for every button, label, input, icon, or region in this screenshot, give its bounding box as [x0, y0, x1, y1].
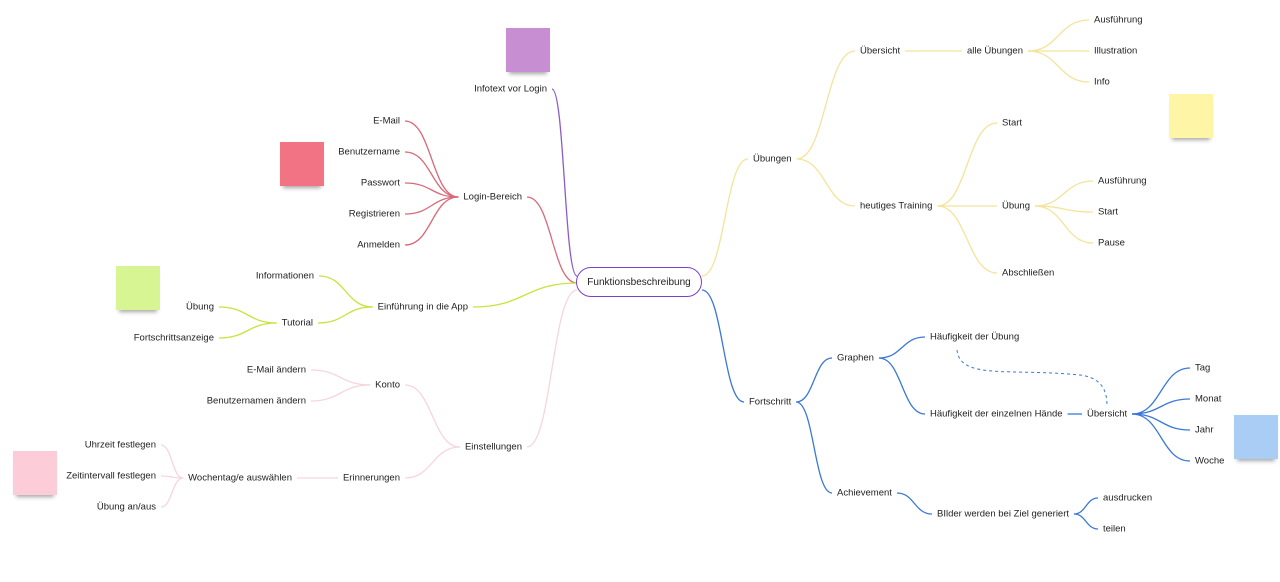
node-jahr[interactable]: Jahr	[1195, 425, 1213, 436]
sticky-note-blue[interactable]	[1234, 415, 1278, 459]
edge-achievement	[796, 401, 833, 494]
edge-ausdrucken	[1073, 497, 1099, 515]
edge-informationen	[318, 275, 373, 308]
node-tag[interactable]: Tag	[1195, 363, 1210, 374]
edge-konto	[404, 384, 461, 448]
node-ausfuehrung2[interactable]: Ausführung	[1098, 176, 1147, 187]
edge-monat	[1132, 398, 1191, 415]
node-erinnerungen[interactable]: Erinnerungen	[343, 473, 400, 484]
node-ausdrucken[interactable]: ausdrucken	[1103, 493, 1152, 504]
edge-einfuehrung	[472, 282, 578, 308]
edge-bilder	[896, 492, 933, 515]
edge-fortschritt	[701, 289, 745, 403]
node-info[interactable]: Info	[1094, 77, 1110, 88]
node-uebungen[interactable]: Übungen	[753, 154, 792, 165]
node-haeufigkeit-haende[interactable]: Häufigkeit der einzelnen Hände	[930, 409, 1063, 420]
sticky-note-pink[interactable]	[13, 451, 57, 495]
edge-uhrzeit	[160, 444, 184, 479]
sticky-note-green[interactable]	[116, 266, 160, 310]
node-infotext[interactable]: Infotext vor Login	[474, 84, 547, 95]
edge-tut_uebung	[218, 306, 277, 324]
node-uebung-anaus[interactable]: Übung an/aus	[97, 502, 156, 513]
edge-haeufigkeit_haende	[878, 357, 926, 415]
node-einfuehrung[interactable]: Einführung in die App	[378, 302, 468, 313]
node-login[interactable]: Login-Bereich	[463, 192, 522, 203]
node-uhrzeit[interactable]: Uhrzeit festlegen	[85, 440, 156, 451]
node-heutiges[interactable]: heutiges Training	[860, 201, 932, 212]
edge-haeufigkeit_uebung	[878, 336, 926, 359]
node-ht-uebung[interactable]: Übung	[1002, 201, 1030, 212]
node-teilen[interactable]: teilen	[1103, 524, 1126, 535]
node-fortschrittsanzeige[interactable]: Fortschrittsanzeige	[134, 333, 214, 344]
node-illustration[interactable]: Illustration	[1094, 46, 1137, 57]
edge-infotext	[551, 88, 578, 277]
edge-uebersicht1	[796, 50, 856, 160]
node-achievement[interactable]: Achievement	[837, 488, 892, 499]
edge-passwort	[404, 182, 459, 198]
node-ausfuehrung1[interactable]: Ausführung	[1094, 15, 1143, 26]
edge-pause	[1034, 205, 1094, 244]
edge-email	[404, 120, 459, 198]
node-passwort[interactable]: Passwort	[361, 178, 400, 189]
node-tut-uebung[interactable]: Übung	[186, 302, 214, 313]
edge-abschliessen	[937, 205, 998, 274]
edge-jahr	[1132, 413, 1191, 431]
edge-erinnerungen	[404, 446, 460, 479]
edge-anmelden	[404, 196, 459, 246]
dashed-relation-line	[956, 349, 1108, 407]
sticky-note-red[interactable]	[280, 142, 324, 186]
edge-teilen	[1073, 513, 1099, 530]
edge-uebung_anaus	[160, 477, 184, 508]
node-konto[interactable]: Konto	[375, 380, 400, 391]
root-node[interactable]: Funktionsbeschreibung	[576, 267, 702, 297]
edge-tutorial	[317, 306, 373, 324]
sticky-note-yellow[interactable]	[1169, 94, 1213, 138]
node-pause[interactable]: Pause	[1098, 238, 1125, 249]
node-start2[interactable]: Start	[1098, 207, 1118, 218]
node-tutorial[interactable]: Tutorial	[282, 318, 313, 329]
node-informationen[interactable]: Informationen	[256, 271, 314, 282]
edge-heutiges	[796, 158, 856, 207]
node-wochentag[interactable]: Wochentag/e auswählen	[188, 473, 292, 484]
node-uebersicht1[interactable]: Übersicht	[860, 46, 900, 57]
node-bilder[interactable]: BIlder werden bei Ziel generiert	[937, 509, 1069, 520]
edge-uebungen	[701, 158, 749, 277]
node-email[interactable]: E-Mail	[373, 116, 400, 127]
node-anmelden[interactable]: Anmelden	[357, 240, 400, 251]
edge-woche	[1132, 413, 1191, 462]
edge-registrieren	[404, 196, 459, 215]
node-woche[interactable]: Woche	[1195, 456, 1224, 467]
node-start1[interactable]: Start	[1002, 118, 1022, 129]
edge-start1	[937, 122, 998, 207]
sticky-note-purple[interactable]	[506, 28, 550, 72]
edge-email_aendern	[310, 369, 371, 386]
node-abschliessen[interactable]: Abschließen	[1002, 268, 1054, 279]
node-uebersicht2[interactable]: Übersicht	[1087, 409, 1127, 420]
edge-info	[1027, 50, 1090, 83]
node-zeitintervall[interactable]: Zeitintervall festlegen	[66, 471, 156, 482]
edge-ausfuehrung2	[1034, 180, 1094, 207]
node-einstellungen[interactable]: Einstellungen	[465, 442, 522, 453]
node-haeufigkeit-uebung[interactable]: Häufigkeit der Übung	[930, 332, 1019, 343]
edge-ausfuehrung1	[1027, 19, 1090, 52]
edge-login	[526, 196, 578, 284]
node-registrieren[interactable]: Registrieren	[349, 209, 400, 220]
node-graphen[interactable]: Graphen	[837, 353, 874, 364]
edge-graphen	[796, 357, 833, 403]
connector-lines	[160, 19, 1191, 530]
edge-benutzername	[404, 151, 459, 198]
node-benutzername-aendern[interactable]: Benutzernamen ändern	[207, 396, 306, 407]
edge-benutzername_aendern	[310, 384, 371, 402]
node-monat[interactable]: Monat	[1195, 394, 1222, 405]
node-alle-uebungen[interactable]: alle Übungen	[967, 46, 1023, 57]
node-benutzername[interactable]: Benutzername	[338, 147, 400, 158]
edge-fortschrittsanzeige	[218, 322, 277, 339]
edge-einstellungen	[526, 289, 578, 448]
node-email-aendern[interactable]: E-Mail ändern	[247, 365, 306, 376]
edge-tag	[1132, 367, 1191, 415]
node-fortschritt[interactable]: Fortschritt	[749, 397, 792, 408]
